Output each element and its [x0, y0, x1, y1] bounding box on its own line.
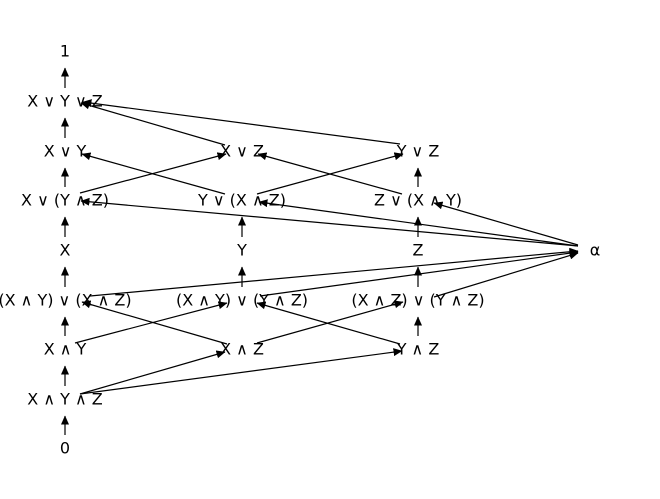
edge-y_and_z-to-xy_or_yz [256, 301, 401, 345]
node-y-and-z: Y ∧ Z [396, 340, 440, 359]
edge-x_or_z-to-xyz_join [80, 101, 226, 146]
edge-y_or_xz-to-x_or_y [81, 152, 226, 195]
edge-x_and_z-to-xy_or_xz [81, 300, 228, 345]
node-xyz-meet: X ∧ Y ∧ Z [27, 390, 103, 409]
node-y: Y [236, 241, 247, 260]
edge-alpha-to-y_or_xz [258, 199, 579, 247]
node-xy-or-yz: (X ∧ Y) ∨ (Y ∧ Z) [176, 291, 308, 310]
node-x: X [60, 241, 71, 260]
edge-xyz_meet-to-y_and_z [79, 348, 403, 395]
label-layer: 1 X ∨ Y ∨ Z X ∨ Y X ∨ Z Y ∨ Z X ∨ (Y ∧ Z) Y ∨ … [0, 42, 600, 458]
edge-layer [61, 67, 579, 435]
edge-xy_or_xz-to-alpha [89, 247, 579, 297]
node-one: 1 [60, 42, 70, 61]
node-y-or-z: Y ∨ Z [396, 142, 440, 161]
node-xyz-join: X ∨ Y ∨ Z [27, 92, 103, 111]
edge-xyz_meet-to-x_and_z [79, 350, 226, 395]
node-xz-or-yz: (X ∧ Z) ∨ (Y ∧ Z) [351, 291, 484, 310]
node-alpha: α [590, 241, 601, 260]
edge-x_and_y-to-xy_or_yz [74, 301, 228, 344]
node-z-or-xy: Z ∨ (X ∧ Y) [374, 191, 462, 210]
edge-alpha-to-x_or_yz [80, 197, 579, 247]
node-z: Z [413, 241, 424, 260]
node-x-or-yz: X ∨ (Y ∧ Z) [21, 191, 109, 210]
edge-xy_or_yz-to-alpha [259, 249, 579, 297]
edge-alpha-to-z_or_xy [433, 201, 579, 246]
edge-z_or_xy-to-x_or_z [257, 152, 403, 195]
edge-y_or_z-to-xyz_join [82, 99, 401, 145]
node-y-or-xz: Y ∨ (X ∧ Z) [197, 191, 286, 210]
node-x-or-z: X ∨ Z [220, 142, 264, 161]
edge-x_and_z-to-xz_or_yz [256, 300, 404, 344]
node-x-and-y: X ∧ Y [44, 340, 87, 359]
edge-xz_or_yz-to-alpha [433, 251, 579, 298]
node-zero: 0 [60, 439, 70, 458]
node-x-or-y: X ∨ Y [44, 142, 87, 161]
node-x-and-z: X ∧ Z [220, 340, 264, 359]
node-xy-or-xz: (X ∧ Y) ∨ (X ∧ Z) [0, 291, 132, 310]
